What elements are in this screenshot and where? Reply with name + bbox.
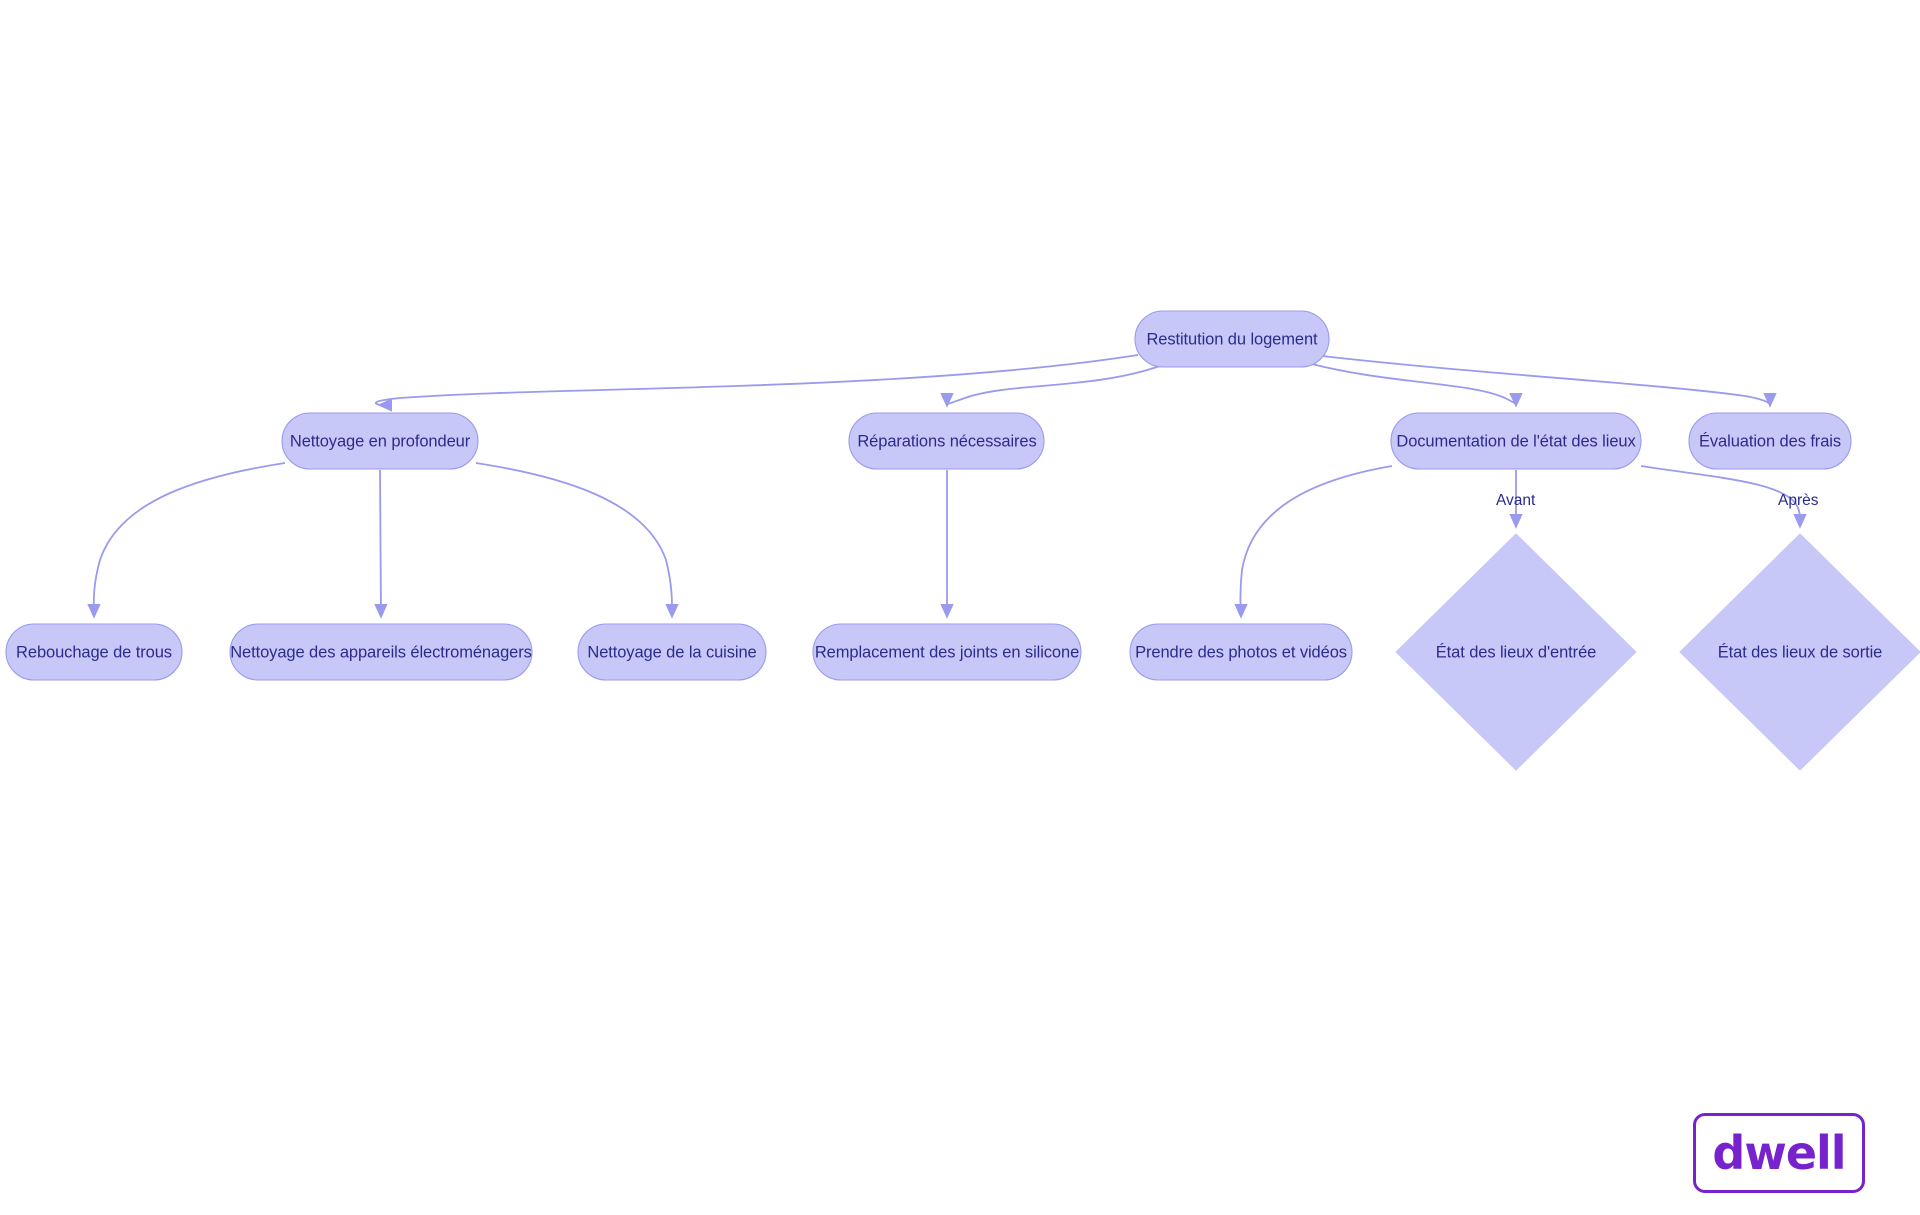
node-shape-stadium[interactable] [1129,623,1353,681]
node-shape-diamond[interactable] [1679,533,1920,771]
node-shape-stadium[interactable] [848,412,1045,470]
node-evaluation-des-frais[interactable]: Évaluation des frais [1688,412,1852,470]
edge-nettoyage-to-appareils [374,469,388,619]
node-label: État des lieux de sortie [1718,642,1883,661]
node-nettoyage-appareils-electromenagers[interactable]: Nettoyage des appareils électroménagers [229,623,533,681]
node-shape-stadium[interactable] [1134,310,1330,368]
edge-nettoyage-to-rebouchage [87,462,286,619]
node-label: Remplacement des joints en silicone [815,643,1079,661]
node-shape-stadium[interactable] [812,623,1082,681]
node-label: État des lieux d'entrée [1436,642,1596,661]
node-label: Rebouchage de trous [16,643,172,661]
node-shape-stadium[interactable] [577,623,767,681]
node-shape-stadium[interactable] [1688,412,1852,470]
node-shape-diamond[interactable] [1395,533,1637,771]
dwell-logo-badge: dwell [1693,1113,1865,1193]
node-shape-stadium[interactable] [5,623,183,681]
edge-nettoyage-to-cuisine [475,462,679,619]
node-shape-stadium[interactable] [229,623,533,681]
edges-layer [87,354,1807,619]
edge-label-avant: Avant [1496,492,1536,509]
node-etat-des-lieux-entree[interactable]: État des lieux d'entrée [1395,533,1637,771]
node-prendre-photos-videos[interactable]: Prendre des photos et vidéos [1129,623,1353,681]
node-label: Prendre des photos et vidéos [1135,643,1347,661]
node-reparations-necessaires[interactable]: Réparations nécessaires [848,412,1045,470]
node-nettoyage-en-profondeur[interactable]: Nettoyage en profondeur [281,412,479,470]
edge-root-to-evaluation [1321,355,1777,408]
node-label: Nettoyage des appareils électroménagers [230,643,532,661]
edge-documentation-to-photos [1234,465,1393,619]
edge-labels-layer: Avant Après [1496,492,1819,509]
node-label: Documentation de l'état des lieux [1396,432,1636,450]
node-label: Évaluation des frais [1699,431,1841,450]
edge-root-to-nettoyage [374,354,1139,412]
node-shape-stadium[interactable] [281,412,479,470]
nodes-layer: Restitution du logement Nettoyage en pro… [5,310,1920,771]
node-remplacement-joints-silicone[interactable]: Remplacement des joints en silicone [812,623,1082,681]
node-shape-stadium[interactable] [1390,412,1642,470]
node-label: Réparations nécessaires [857,432,1036,450]
edge-documentation-to-etat-sortie [1640,465,1807,529]
brand-name-text: dwell [1712,1126,1846,1180]
node-label: Restitution du logement [1146,330,1318,348]
edge-label-apres: Après [1778,492,1819,509]
node-label: Nettoyage en profondeur [290,432,471,450]
node-etat-des-lieux-sortie[interactable]: État des lieux de sortie [1679,533,1920,771]
node-nettoyage-de-la-cuisine[interactable]: Nettoyage de la cuisine [577,623,767,681]
node-restitution-du-logement[interactable]: Restitution du logement [1134,310,1330,368]
node-label: Nettoyage de la cuisine [587,643,756,661]
edge-root-to-reparations [940,365,1161,408]
node-documentation-etat-des-lieux[interactable]: Documentation de l'état des lieux [1390,412,1642,470]
node-rebouchage-de-trous[interactable]: Rebouchage de trous [5,623,183,681]
edge-root-to-documentation [1311,363,1523,408]
